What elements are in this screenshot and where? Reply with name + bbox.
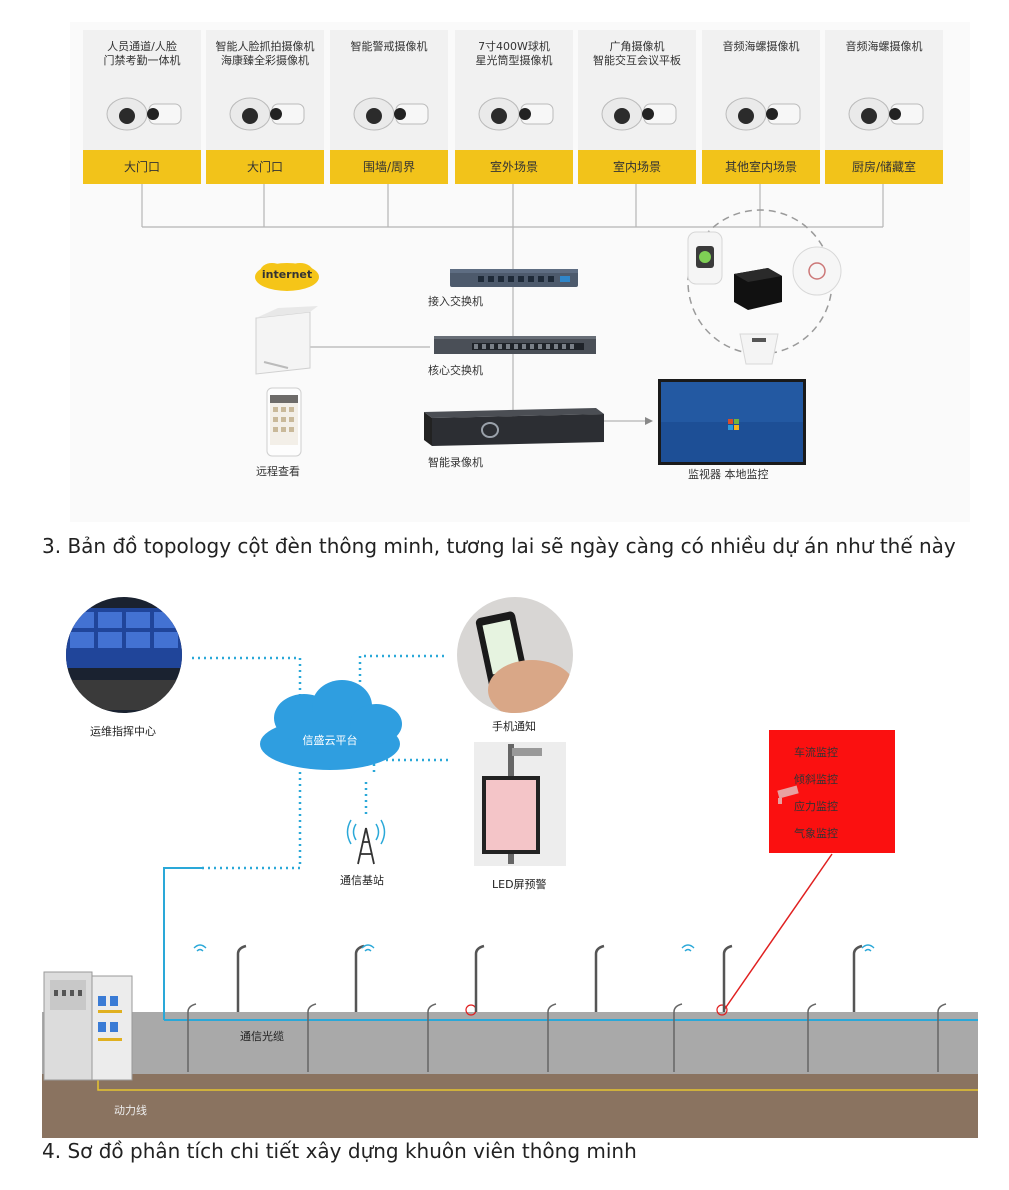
smart-pole-topology-diagram: 运维指挥中心 信盛云平台 手机通知 通信基站 LED屏预警 车流监控 倾斜监控 …: [42, 592, 978, 1138]
power-cabinet-icon: [43, 971, 133, 1081]
camera-tile: [455, 30, 573, 168]
access-switch-label: 接入交换机: [428, 295, 483, 308]
wifi-icon: [861, 944, 875, 952]
camera-tile: [330, 30, 448, 168]
camera-tile: [578, 30, 696, 168]
camera-tile: [206, 30, 324, 168]
bottom-diagram-canvas: [42, 597, 978, 1138]
street-pole: [722, 944, 733, 1012]
core-switch-label: 核心交换机: [428, 364, 483, 377]
camera-tile: [83, 30, 201, 168]
camera-location-label: 室外场景: [455, 150, 573, 184]
street-pole: [807, 1003, 817, 1072]
monitor-items-list: 车流监控 倾斜监控 应力监控 气象监控: [794, 744, 884, 841]
camera-tile: [702, 30, 820, 168]
cctv-camera-icon: [777, 785, 799, 804]
wide-camera-icon: [601, 97, 677, 131]
thermostat-icon: [687, 231, 723, 285]
router-icon: [255, 306, 318, 375]
bullet-camera-icon: [353, 97, 429, 131]
power-line-label: 动力线: [114, 1104, 147, 1117]
caption-4: 4. Sơ đồ phân tích chi tiết xây dựng khu…: [42, 1139, 637, 1163]
dome-bullet-camera-icon: [229, 97, 305, 131]
camera-location-label: 其他室内场景: [702, 150, 820, 184]
street-pole: [354, 944, 365, 1012]
monitor-item: 倾斜监控: [794, 773, 838, 786]
nvr-label: 智能录像机: [428, 456, 483, 469]
street-pole: [852, 944, 863, 1012]
camera-location-label: 大门口: [83, 150, 201, 184]
turret-camera-icon: [725, 97, 801, 131]
camera-location-label: 厨房/储藏室: [825, 150, 943, 184]
camera-location-label: 大门口: [206, 150, 324, 184]
base-station-tower-icon: [357, 827, 375, 865]
camera-title: 音频海螺摄像机: [722, 40, 800, 53]
camera-location-label: 围墙/周界: [330, 150, 448, 184]
core-switch-icon: [434, 336, 596, 354]
phone-photo: [457, 597, 573, 713]
street-pole: [236, 944, 247, 1012]
caption-3: 3. Bản đồ topology cột đèn thông minh, t…: [42, 534, 956, 558]
camera-tile: [825, 30, 943, 168]
camera-title: 7寸400W球机 星光筒型摄像机: [475, 40, 553, 67]
ptz-camera-icon: [478, 97, 554, 131]
cloud-platform-icon: [260, 680, 402, 770]
street-pole: [427, 1003, 437, 1072]
camera-title: 音频海螺摄像机: [845, 40, 923, 53]
security-topology-diagram: 人员通道/人脸 门禁考勤一体机大门口智能人脸抓拍摄像机 海康臻全彩摄像机大门口智…: [70, 22, 970, 522]
face-gate-icon: [106, 97, 182, 131]
monitor-label: 监视器 本地监控: [688, 468, 769, 481]
remote-view-label: 远程查看: [256, 465, 300, 478]
monitor-item: 气象监控: [794, 827, 838, 840]
motion-sensor-icon: [739, 333, 779, 365]
camera-location-label: 室内场景: [578, 150, 696, 184]
monitor-item: 车流监控: [794, 746, 838, 759]
access-switch-icon: [450, 269, 578, 287]
street-pole: [307, 1003, 317, 1072]
camera-title: 智能警戒摄像机: [350, 40, 428, 53]
street-pole: [594, 944, 605, 1012]
monitor-screen-icon: [658, 379, 806, 465]
camera-title: 广角摄像机 智能交互会议平板: [593, 40, 681, 67]
street-pole: [937, 1003, 947, 1072]
smoke-detector-icon: [792, 246, 842, 296]
ops-center-label: 运维指挥中心: [90, 725, 156, 738]
wifi-icon: [193, 944, 207, 952]
wifi-icon: [681, 944, 695, 952]
street-pole: [673, 1003, 683, 1072]
smart-hub-icon: [734, 268, 782, 310]
internet-cloud-icon: [255, 263, 319, 291]
street-pole: [474, 944, 485, 1012]
ops-center-photo: [66, 597, 182, 713]
camera-title: 人员通道/人脸 门禁考勤一体机: [103, 40, 181, 67]
street-pole: [187, 1003, 197, 1072]
fiber-cable-label: 通信光缆: [240, 1030, 284, 1043]
led-screen-sign-icon: [474, 742, 566, 866]
wifi-icon: [361, 944, 375, 952]
cloud-platform-label: 信盛云平台: [302, 734, 358, 747]
turret-camera-icon: [848, 97, 924, 131]
smartphone-icon: [266, 387, 302, 457]
monitor-item: 应力监控: [794, 800, 838, 813]
internet-label: internet: [261, 268, 313, 281]
base-station-label: 通信基站: [340, 874, 384, 887]
camera-title: 智能人脸抓拍摄像机 海康臻全彩摄像机: [215, 40, 315, 67]
nvr-recorder-icon: [424, 408, 604, 446]
led-warning-label: LED屏预警: [492, 878, 547, 891]
phone-notice-label: 手机通知: [492, 720, 536, 733]
street-pole: [547, 1003, 557, 1072]
